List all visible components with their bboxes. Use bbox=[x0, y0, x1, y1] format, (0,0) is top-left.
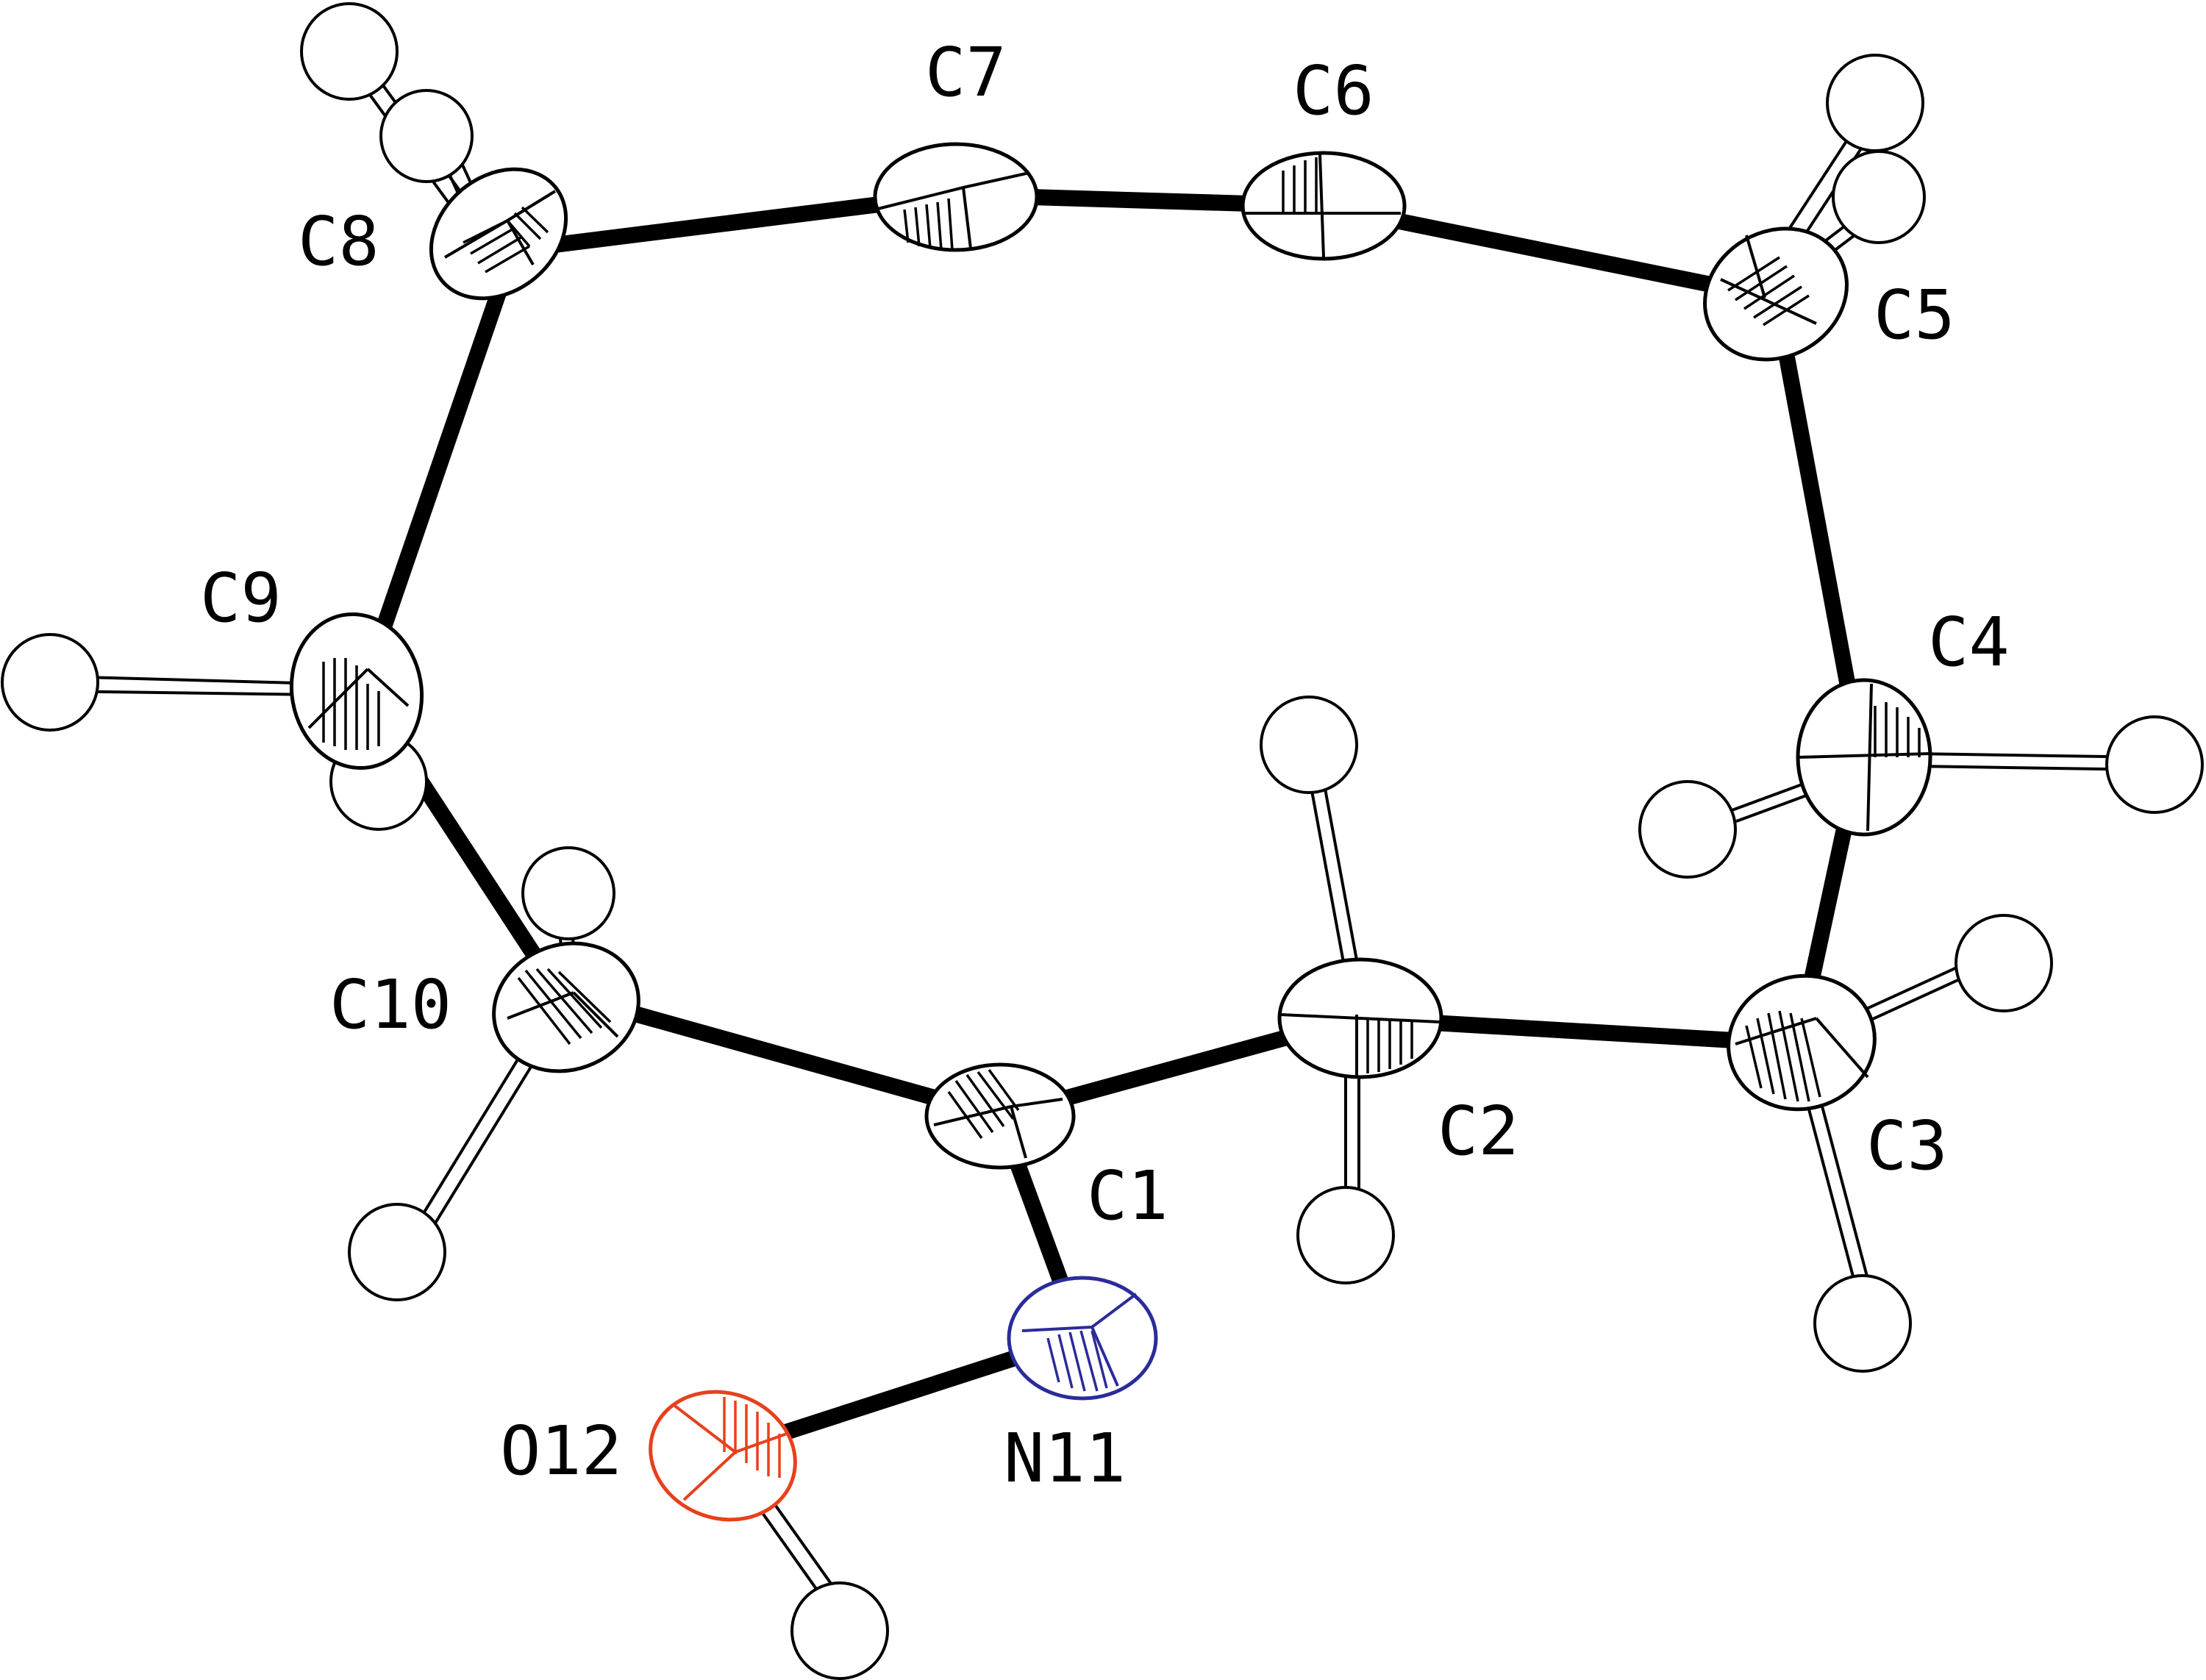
atom-label-c7: C7 bbox=[925, 33, 1007, 112]
hydrogen-atom bbox=[1638, 780, 1737, 879]
h-bond-c2-h1 bbox=[1309, 780, 1360, 975]
atom-label-c1: C1 bbox=[1087, 1157, 1168, 1235]
atom-label-n11: N11 bbox=[1004, 1419, 1126, 1498]
hydrogen-atom bbox=[1260, 696, 1358, 794]
atom-ellipsoids bbox=[289, 142, 1932, 1522]
atom-c3-ellipsoid bbox=[1727, 973, 1877, 1112]
atom-label-c8: C8 bbox=[298, 202, 379, 281]
atom-label-c5: C5 bbox=[1874, 276, 1955, 354]
hydrogen-atom bbox=[1826, 54, 1924, 152]
atom-c9-ellipsoid bbox=[289, 612, 424, 771]
atom-c10-ellipsoid bbox=[492, 941, 640, 1073]
atom-label-o12: O12 bbox=[500, 1412, 622, 1490]
h-bond-c3-h2 bbox=[1804, 1092, 1871, 1291]
atom-c4-ellipsoid bbox=[1796, 678, 1932, 837]
bond-c4-c5 bbox=[1768, 290, 1868, 762]
atom-o12-ellipsoid bbox=[649, 1390, 797, 1522]
atom-label-c6: C6 bbox=[1293, 51, 1374, 130]
hydrogen-atom bbox=[2105, 715, 2204, 814]
atom-label-c10: C10 bbox=[329, 965, 451, 1044]
h-bond-c10-h2 bbox=[418, 1039, 544, 1229]
atom-c2-ellipsoid bbox=[1277, 957, 1443, 1079]
bond-c8-c9 bbox=[354, 242, 521, 699]
atom-labels: C7 C6 C8 C5 C9 C4 C10 C2 C3 C1 O12 N11 bbox=[200, 33, 2010, 1498]
hydrogen-atom bbox=[790, 1581, 889, 1680]
hydrogen-atom bbox=[1955, 914, 2053, 1012]
h-bond-c9-h1 bbox=[54, 675, 324, 696]
atom-c6-ellipsoid bbox=[1241, 151, 1407, 261]
atom-c7-ellipsoid bbox=[873, 142, 1039, 252]
hydrogen-atom bbox=[300, 2, 399, 101]
hydrogen-atom bbox=[1, 633, 99, 732]
atom-label-c4: C4 bbox=[1928, 603, 2010, 682]
hydrogen-atom bbox=[521, 846, 615, 940]
hydrogen-atom bbox=[1296, 1186, 1395, 1284]
atom-n11-ellipsoid bbox=[1007, 1276, 1158, 1401]
hydrogen-atom bbox=[379, 89, 474, 183]
h-bond-c2-h2 bbox=[1344, 1066, 1360, 1206]
hydrogen-atom bbox=[1832, 150, 1926, 244]
hydrogen-atom bbox=[348, 1203, 446, 1301]
atom-label-c9: C9 bbox=[200, 559, 282, 637]
atom-c1-ellipsoid bbox=[924, 1062, 1076, 1170]
atom-label-c3: C3 bbox=[1866, 1107, 1948, 1185]
atom-c8-ellipsoid bbox=[429, 167, 568, 301]
atom-c5-ellipsoid bbox=[1703, 226, 1849, 362]
atom-label-c2: C2 bbox=[1438, 1092, 1519, 1170]
ring-bonds bbox=[354, 187, 1868, 1460]
hydrogen-atom bbox=[1813, 1274, 1912, 1373]
